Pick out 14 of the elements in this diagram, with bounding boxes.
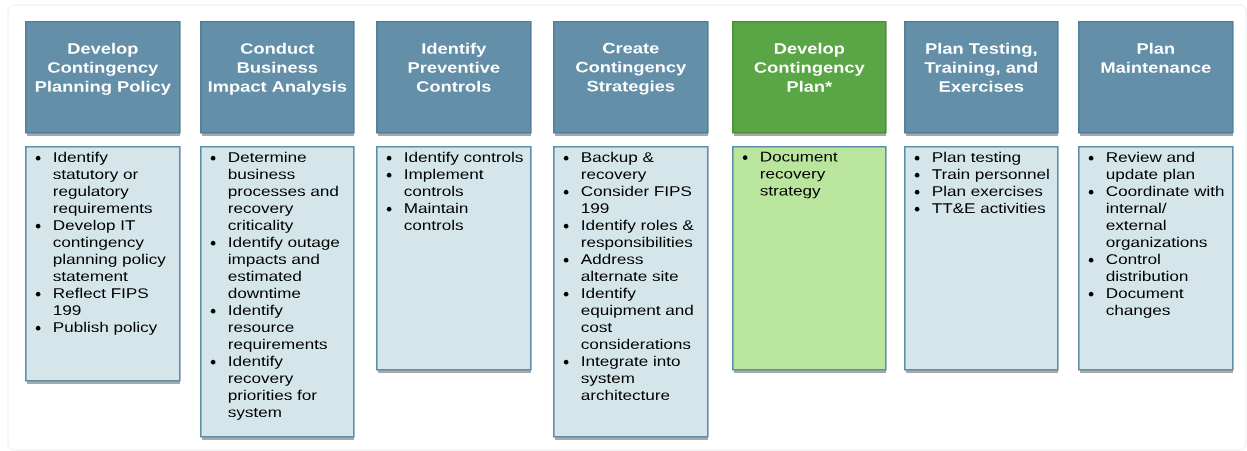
- step-header: Create Contingency Strategies: [553, 21, 709, 136]
- step-header: Identify Preventive Controls: [376, 21, 532, 136]
- step-header: Develop Contingency Planning Policy: [25, 21, 181, 136]
- step-header: Develop Contingency Plan*: [732, 21, 887, 136]
- task-list-box: Plan testing Train personnel Plan exercises TT&E activities: [904, 146, 1059, 373]
- task-list-box: Document recovery strategy: [732, 146, 887, 373]
- task-list-box: Determine business processes and recovery criticality Identify outage impacts and estimated downtime Identify resource requirements Identify recovery priorities for system: [200, 146, 355, 440]
- step-header: Plan Maintenance: [1078, 21, 1234, 136]
- task-list-box: Identify controls Implement controls Maintain controls: [376, 146, 532, 373]
- task-list-box: Identify statutory or regulatory requirements Develop IT contingency planning policy statement Reflect FIPS 199 Publish policy: [25, 146, 181, 384]
- task-list-box: Backup & recovery Consider FIPS 199 Identify roles & responsibilities Address alternate site Identify equipment and cost considerations Integrate into system architecture: [553, 146, 709, 440]
- step-header: Plan Testing, Training, and Exercises: [904, 21, 1059, 136]
- task-list-box: Review and update plan Coordinate with internal/ external organizations Control distribution Document changes: [1078, 146, 1234, 373]
- step-header: Conduct Business Impact Analysis: [200, 21, 355, 136]
